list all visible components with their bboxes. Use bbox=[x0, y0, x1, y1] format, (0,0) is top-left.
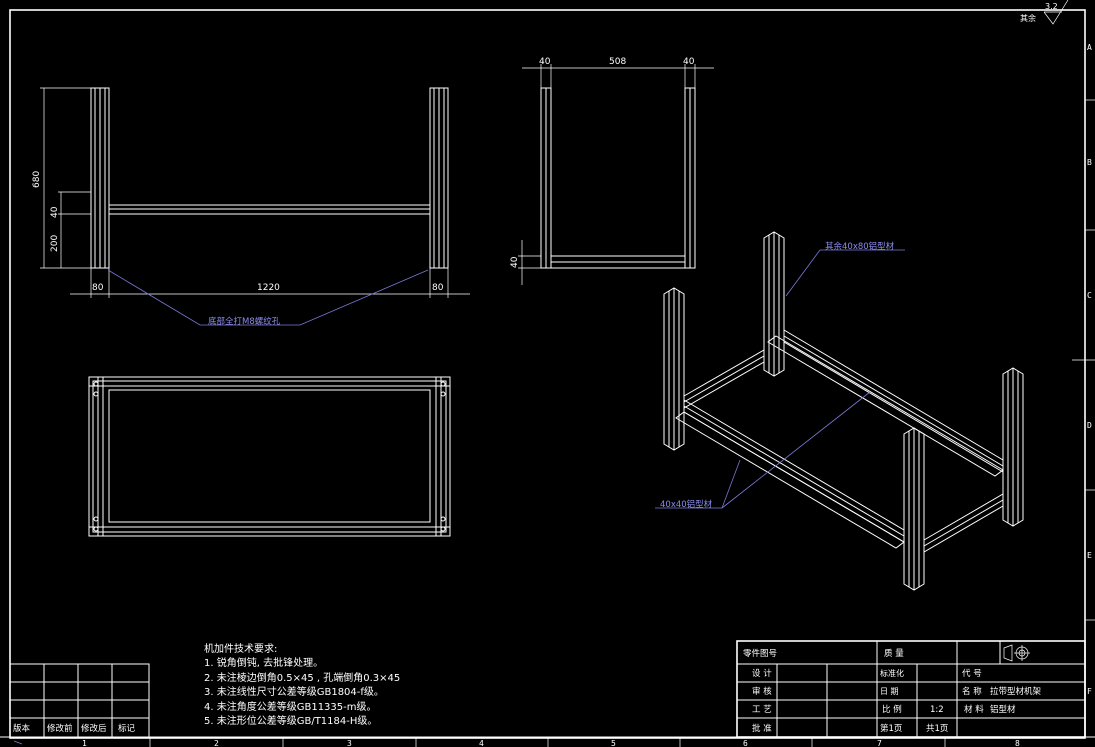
zone-letter-c: C bbox=[1087, 291, 1092, 300]
title-design-label: 设 计 bbox=[752, 668, 772, 679]
zone-letter-b: B bbox=[1087, 158, 1092, 167]
dim-front-200: 200 bbox=[50, 235, 60, 252]
iso-label-bottom: 40x40铝型材 bbox=[660, 499, 713, 510]
zone-number-7: 7 bbox=[877, 739, 882, 747]
iso-label-top: 其余40x80铝型材 bbox=[825, 241, 895, 252]
tech-req-item-3: 3. 未注线性尺寸公差等级GB1804-f级。 bbox=[204, 685, 384, 698]
dim-front-40: 40 bbox=[50, 206, 60, 218]
zone-number-8: 8 bbox=[1015, 739, 1020, 747]
zone-letter-e: E bbox=[1087, 551, 1092, 560]
zone-number-2: 2 bbox=[214, 739, 219, 747]
title-approve-label: 批 准 bbox=[752, 723, 772, 734]
zone-number-6: 6 bbox=[743, 739, 748, 747]
dim-front-height: 680 bbox=[32, 171, 42, 188]
zone-letter-d: D bbox=[1087, 421, 1092, 430]
drawing-border bbox=[9, 9, 1086, 739]
tech-requirements: 机加件技术要求: 1. 锐角倒钝, 去批锋处理。 2. 未注棱边倒角0.5×45… bbox=[204, 642, 400, 727]
revision-block: 版本 修改前 修改后 标记 bbox=[9, 663, 150, 738]
dim-front-width: 1220 bbox=[257, 283, 280, 293]
title-scale-label: 比 例 bbox=[882, 704, 902, 715]
zone-letter-a: A bbox=[1087, 43, 1092, 52]
title-sheet-label: 第1页 bbox=[880, 723, 902, 734]
tech-req-item-1: 1. 锐角倒钝, 去批锋处理。 bbox=[204, 656, 323, 669]
title-material-value: 铝型材 bbox=[990, 704, 1016, 715]
title-material-label: 材 料 bbox=[964, 704, 984, 715]
tech-req-title: 机加件技术要求: bbox=[204, 642, 277, 655]
tech-req-item-4: 4. 未注角度公差等级GB11335-m级。 bbox=[204, 700, 377, 713]
iso-view: 其余40x80铝型材 40x40铝型材 bbox=[655, 231, 1024, 591]
zone-number-5: 5 bbox=[611, 739, 616, 747]
title-name-value: 拉带型材机架 bbox=[990, 686, 1042, 697]
projection-symbol-icon bbox=[1003, 644, 1030, 662]
title-date-label: 日 期 bbox=[880, 687, 899, 696]
dim-side-right: 40 bbox=[683, 57, 695, 67]
title-review-label: 审 核 bbox=[752, 686, 772, 697]
dim-front-right: 80 bbox=[432, 283, 444, 293]
roughness-symbol: 其余 3.2 bbox=[1020, 0, 1069, 25]
title-code-label: 代 号 bbox=[962, 668, 982, 679]
title-drawing-no-label: 零件图号 bbox=[743, 648, 777, 659]
dim-side-left: 40 bbox=[539, 57, 551, 67]
revision-header-before: 修改前 bbox=[47, 723, 73, 734]
top-view bbox=[88, 376, 451, 537]
dim-front-left: 80 bbox=[92, 283, 104, 293]
zone-number-1: 1 bbox=[82, 739, 87, 747]
revision-header-after: 修改后 bbox=[81, 723, 107, 734]
title-total-label: 共1页 bbox=[926, 724, 948, 734]
zone-number-4: 4 bbox=[479, 739, 484, 747]
front-view: 680 40 200 80 1220 80 底部全打M8螺纹孔 bbox=[32, 87, 470, 327]
tech-req-item-2: 2. 未注棱边倒角0.5×45 , 孔端倒角0.3×45 bbox=[204, 671, 400, 684]
zone-letters-right: A B C D E F bbox=[1072, 43, 1095, 696]
roughness-value: 3.2 bbox=[1045, 2, 1058, 11]
zone-numbers-bottom: 1 2 3 4 5 6 7 8 bbox=[82, 737, 1020, 747]
dim-side-mid: 508 bbox=[609, 57, 626, 67]
title-name-label: 名 称 bbox=[962, 686, 982, 697]
corner-marker bbox=[13, 740, 23, 745]
roughness-label: 其余 bbox=[1020, 13, 1036, 23]
revision-header-mark: 标记 bbox=[118, 723, 136, 734]
side-view: 40 508 40 40 bbox=[510, 57, 714, 285]
dim-side-bottom: 40 bbox=[510, 256, 520, 268]
title-process-label: 工 艺 bbox=[752, 705, 772, 715]
tech-req-item-5: 5. 未注形位公差等级GB/T1184-H级。 bbox=[204, 714, 377, 727]
zone-letter-f: F bbox=[1087, 687, 1092, 696]
revision-header-version: 版本 bbox=[13, 723, 31, 734]
zone-number-3: 3 bbox=[347, 739, 352, 747]
title-block: 零件图号 质 量 设 计 审 核 工 艺 批 准 标准化 日 期 比 例 1:2… bbox=[736, 640, 1086, 738]
title-std-label: 标准化 bbox=[880, 668, 904, 678]
front-view-note: 底部全打M8螺纹孔 bbox=[208, 316, 281, 327]
title-mass-label: 质 量 bbox=[884, 648, 904, 659]
title-scale-value: 1:2 bbox=[930, 705, 944, 715]
